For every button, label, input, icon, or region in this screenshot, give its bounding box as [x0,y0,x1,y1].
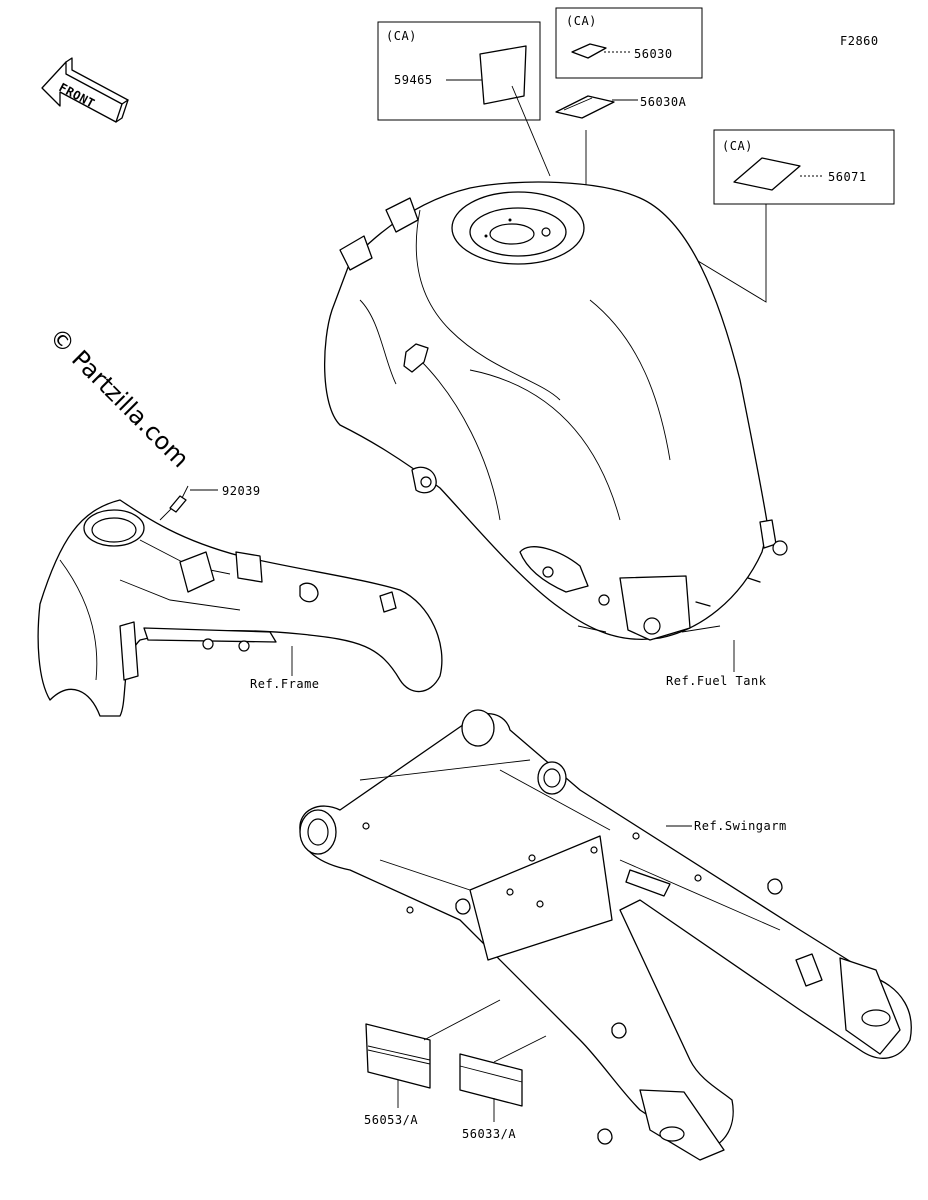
ref-swingarm-label: Ref.Swingarm [694,819,787,833]
callout-box-59465: (CA) 59465 [377,21,551,177]
part-56053A: 56053/A [364,999,501,1127]
part-label-56033A: 56033/A [462,1127,516,1141]
part-label-56030A: 56030A [640,95,687,109]
part-56033A: 56033/A [459,1035,547,1141]
watermark: © Partzilla.com [44,322,195,473]
callout-box-56071: (CA) 56071 [611,129,895,303]
ref-fuel-tank-label: Ref.Fuel Tank [666,674,767,688]
part-label-92039: 92039 [222,484,261,498]
part-label-56030: 56030 [634,47,673,61]
label-sticker-59465 [479,45,527,105]
ca-label-59465: (CA) [386,29,417,43]
label-sticker-56071 [733,157,801,191]
fuel-tank-drawing: Ref.Fuel Tank [324,181,788,688]
ca-label-56030: (CA) [566,14,597,28]
front-arrow-icon: FRONT [41,57,129,123]
ref-frame-label: Ref.Frame [250,677,320,691]
swingarm-drawing: Ref.Swingarm [299,709,912,1161]
label-sticker-56033A [459,1053,523,1107]
label-sticker-56030A [555,95,615,119]
diagram-code: F2860 [840,34,879,48]
part-label-56071: 56071 [828,170,867,184]
label-sticker-56030 [571,43,607,59]
frame-drawing: 92039 Ref.Frame [37,484,443,717]
callout-box-56030: (CA) 56030 [555,7,703,79]
part-label-56053A: 56053/A [364,1113,418,1127]
part-label-59465: 59465 [394,73,433,87]
ca-label-56071: (CA) [722,139,753,153]
label-sticker-56053A [365,1023,431,1089]
